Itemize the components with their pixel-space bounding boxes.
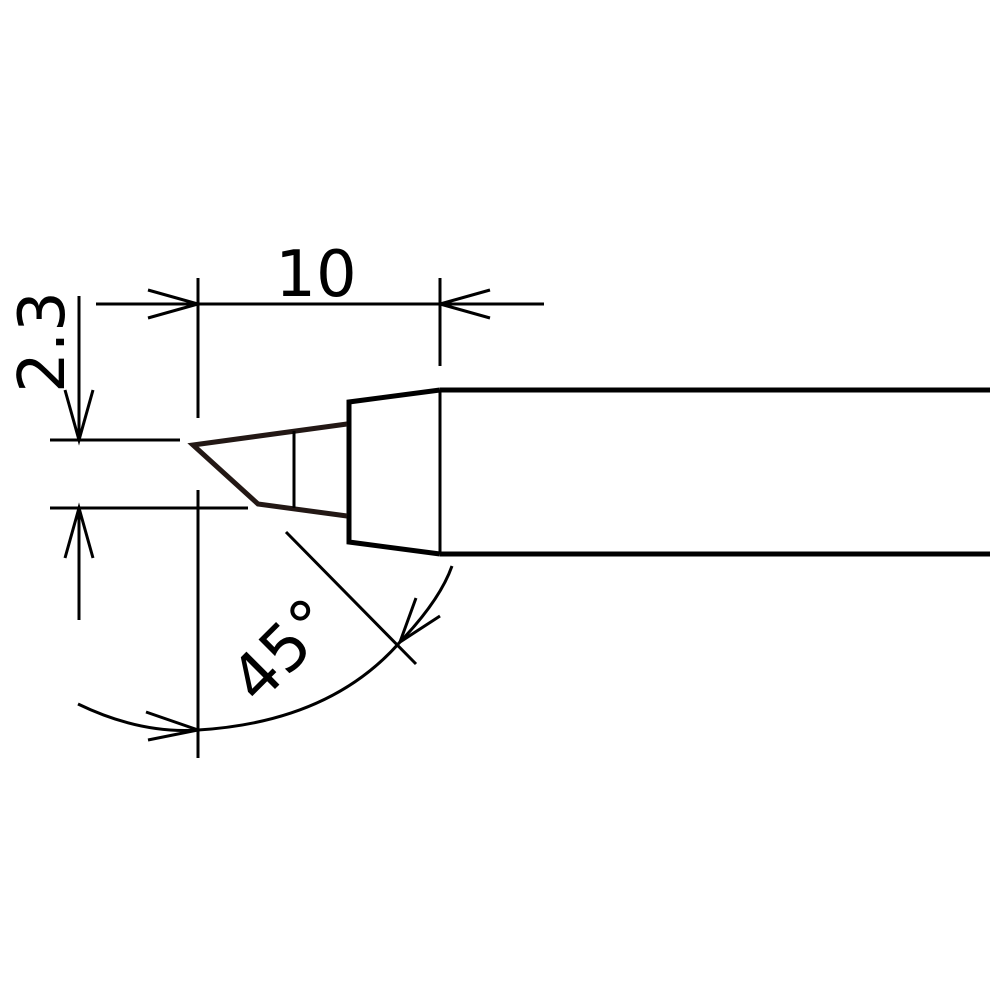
taper-outline [346,387,441,557]
angle-extension-diagonal [284,530,418,666]
bevel-outline [187,421,348,519]
angle-arrow-right [397,597,441,646]
thickness-arrow-top [63,389,95,446]
thickness-label: 2.3 [6,291,80,393]
length-dimension: 10 [96,238,544,418]
length-arrow-right [434,288,491,320]
thickness-dimension: 2.3 [6,291,248,620]
angle-dimension: 45° [77,490,454,758]
tip-taper [346,387,441,557]
thickness-arrow-bottom [63,502,95,559]
length-arrow-left [147,288,204,320]
angle-arrow-left [145,710,204,742]
length-label: 10 [275,238,356,312]
tip-shaft [438,387,990,557]
angle-arc [77,565,454,732]
tip-bevel [187,421,348,519]
